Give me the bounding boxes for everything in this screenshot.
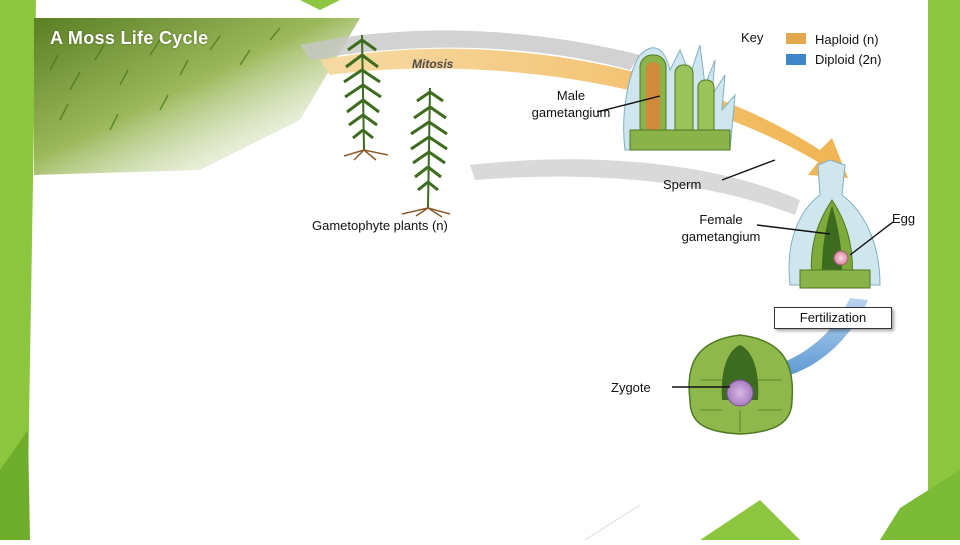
legend-swatch-haploid bbox=[786, 33, 806, 44]
gametophyte-plants-label: Gametophyte plants (n) bbox=[312, 218, 448, 233]
slide-title: A Moss Life Cycle bbox=[50, 28, 209, 48]
zygote-label: Zygote bbox=[611, 380, 651, 395]
fertilization-label: Fertilization bbox=[774, 307, 892, 329]
female-gametangium-illustration bbox=[788, 159, 881, 289]
male-gametangium-label: Male gametangium bbox=[524, 87, 618, 121]
female-gametangium-label-line2: gametangium bbox=[681, 229, 761, 244]
gametophyte-plant-short bbox=[401, 87, 451, 218]
grey-arrow-lower bbox=[470, 159, 800, 215]
male-gametangium-illustration bbox=[623, 44, 736, 151]
legend-label-diploid: Diploid (2n) bbox=[815, 52, 882, 67]
male-gametangium-label-line1: Male bbox=[556, 88, 586, 103]
legend-swatch-diploid bbox=[786, 54, 806, 65]
male-gametangium-label-line2: gametangium bbox=[531, 105, 611, 120]
legend-label-haploid: Haploid (n) bbox=[815, 32, 879, 47]
grey-arrow-upper bbox=[300, 30, 640, 70]
female-gametangium-label-line1: Female bbox=[699, 212, 743, 227]
leader-lines bbox=[596, 95, 894, 388]
zygote-illustration bbox=[688, 334, 794, 435]
egg-label: Egg bbox=[892, 211, 916, 226]
female-gametangium-label: Female gametangium bbox=[672, 211, 770, 245]
sperm-label: Sperm bbox=[663, 177, 702, 192]
legend-title: Key bbox=[741, 30, 764, 45]
mitosis-label: Mitosis bbox=[412, 57, 454, 71]
moss-photo bbox=[34, 18, 360, 175]
gametophyte-plant-tall bbox=[343, 34, 389, 161]
